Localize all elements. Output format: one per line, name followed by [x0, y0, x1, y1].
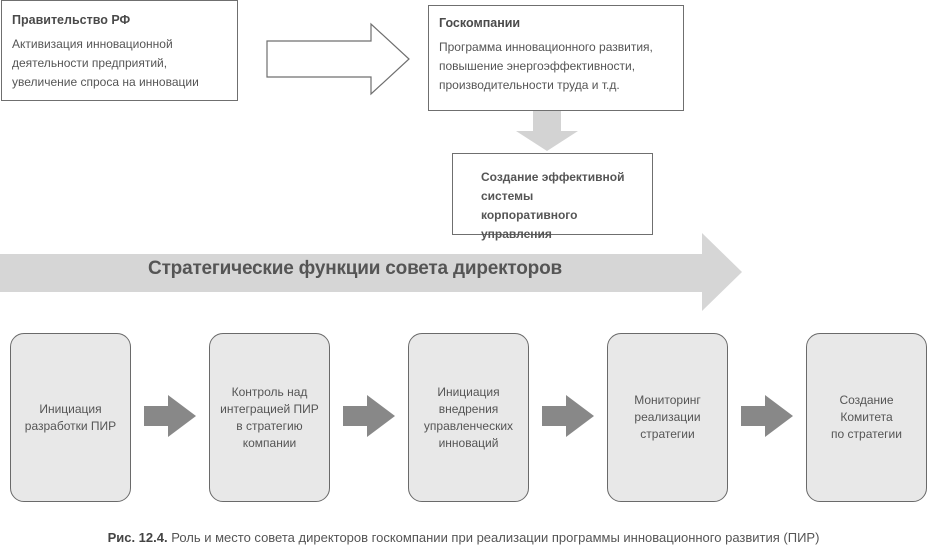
state-companies-title: Госкомпании — [439, 16, 521, 30]
step-arrow-icon — [144, 395, 196, 437]
step-label: Инициация разработки ПИР — [24, 401, 117, 433]
government-text: Активизация инновационной деятельности п… — [12, 37, 199, 89]
banner-arrow-icon — [0, 233, 742, 311]
state-companies-box: Госкомпании Программа инновационного раз… — [428, 5, 684, 111]
government-title: Правительство РФ — [12, 13, 131, 27]
corporate-governance-box: Создание эффективной системы корпоративн… — [452, 153, 653, 241]
step-label: Мониторинг реализации стратегии — [634, 393, 701, 441]
step-label: Контроль над интеграцией ПИР в стратегию… — [220, 384, 319, 450]
step-initiation: Инициация разработки ПИР — [10, 333, 131, 502]
government-box: Правительство РФ Активизация инновационн… — [1, 0, 238, 101]
step-arrow-icon — [741, 395, 793, 437]
step-monitoring: Мониторинг реализации стратегии — [607, 333, 728, 502]
step-label: Инициация внедрения управленческих иннов… — [423, 384, 514, 450]
figure-caption-text: Роль и место совета директоров госкомпан… — [171, 530, 820, 545]
state-companies-text: Программа инновационного развития, повыш… — [439, 40, 653, 92]
down-arrow-icon — [516, 111, 578, 151]
corporate-governance-text: Создание эффективной системы корпоративн… — [481, 170, 625, 241]
figure-caption: Рис. 12.4. Роль и место совета директоро… — [0, 530, 927, 545]
banner-label: Стратегические функции совета директоров — [148, 258, 562, 279]
figure-number: Рис. 12.4. — [107, 530, 168, 545]
step-innovations: Инициация внедрения управленческих иннов… — [408, 333, 529, 502]
outline-arrow-right-icon — [266, 22, 410, 96]
step-label: Создание Комитета по стратегии — [831, 393, 902, 441]
step-control: Контроль над интеграцией ПИР в стратегию… — [209, 333, 330, 502]
step-arrow-icon — [343, 395, 395, 437]
step-arrow-icon — [542, 395, 594, 437]
step-committee: Создание Комитета по стратегии — [806, 333, 927, 502]
